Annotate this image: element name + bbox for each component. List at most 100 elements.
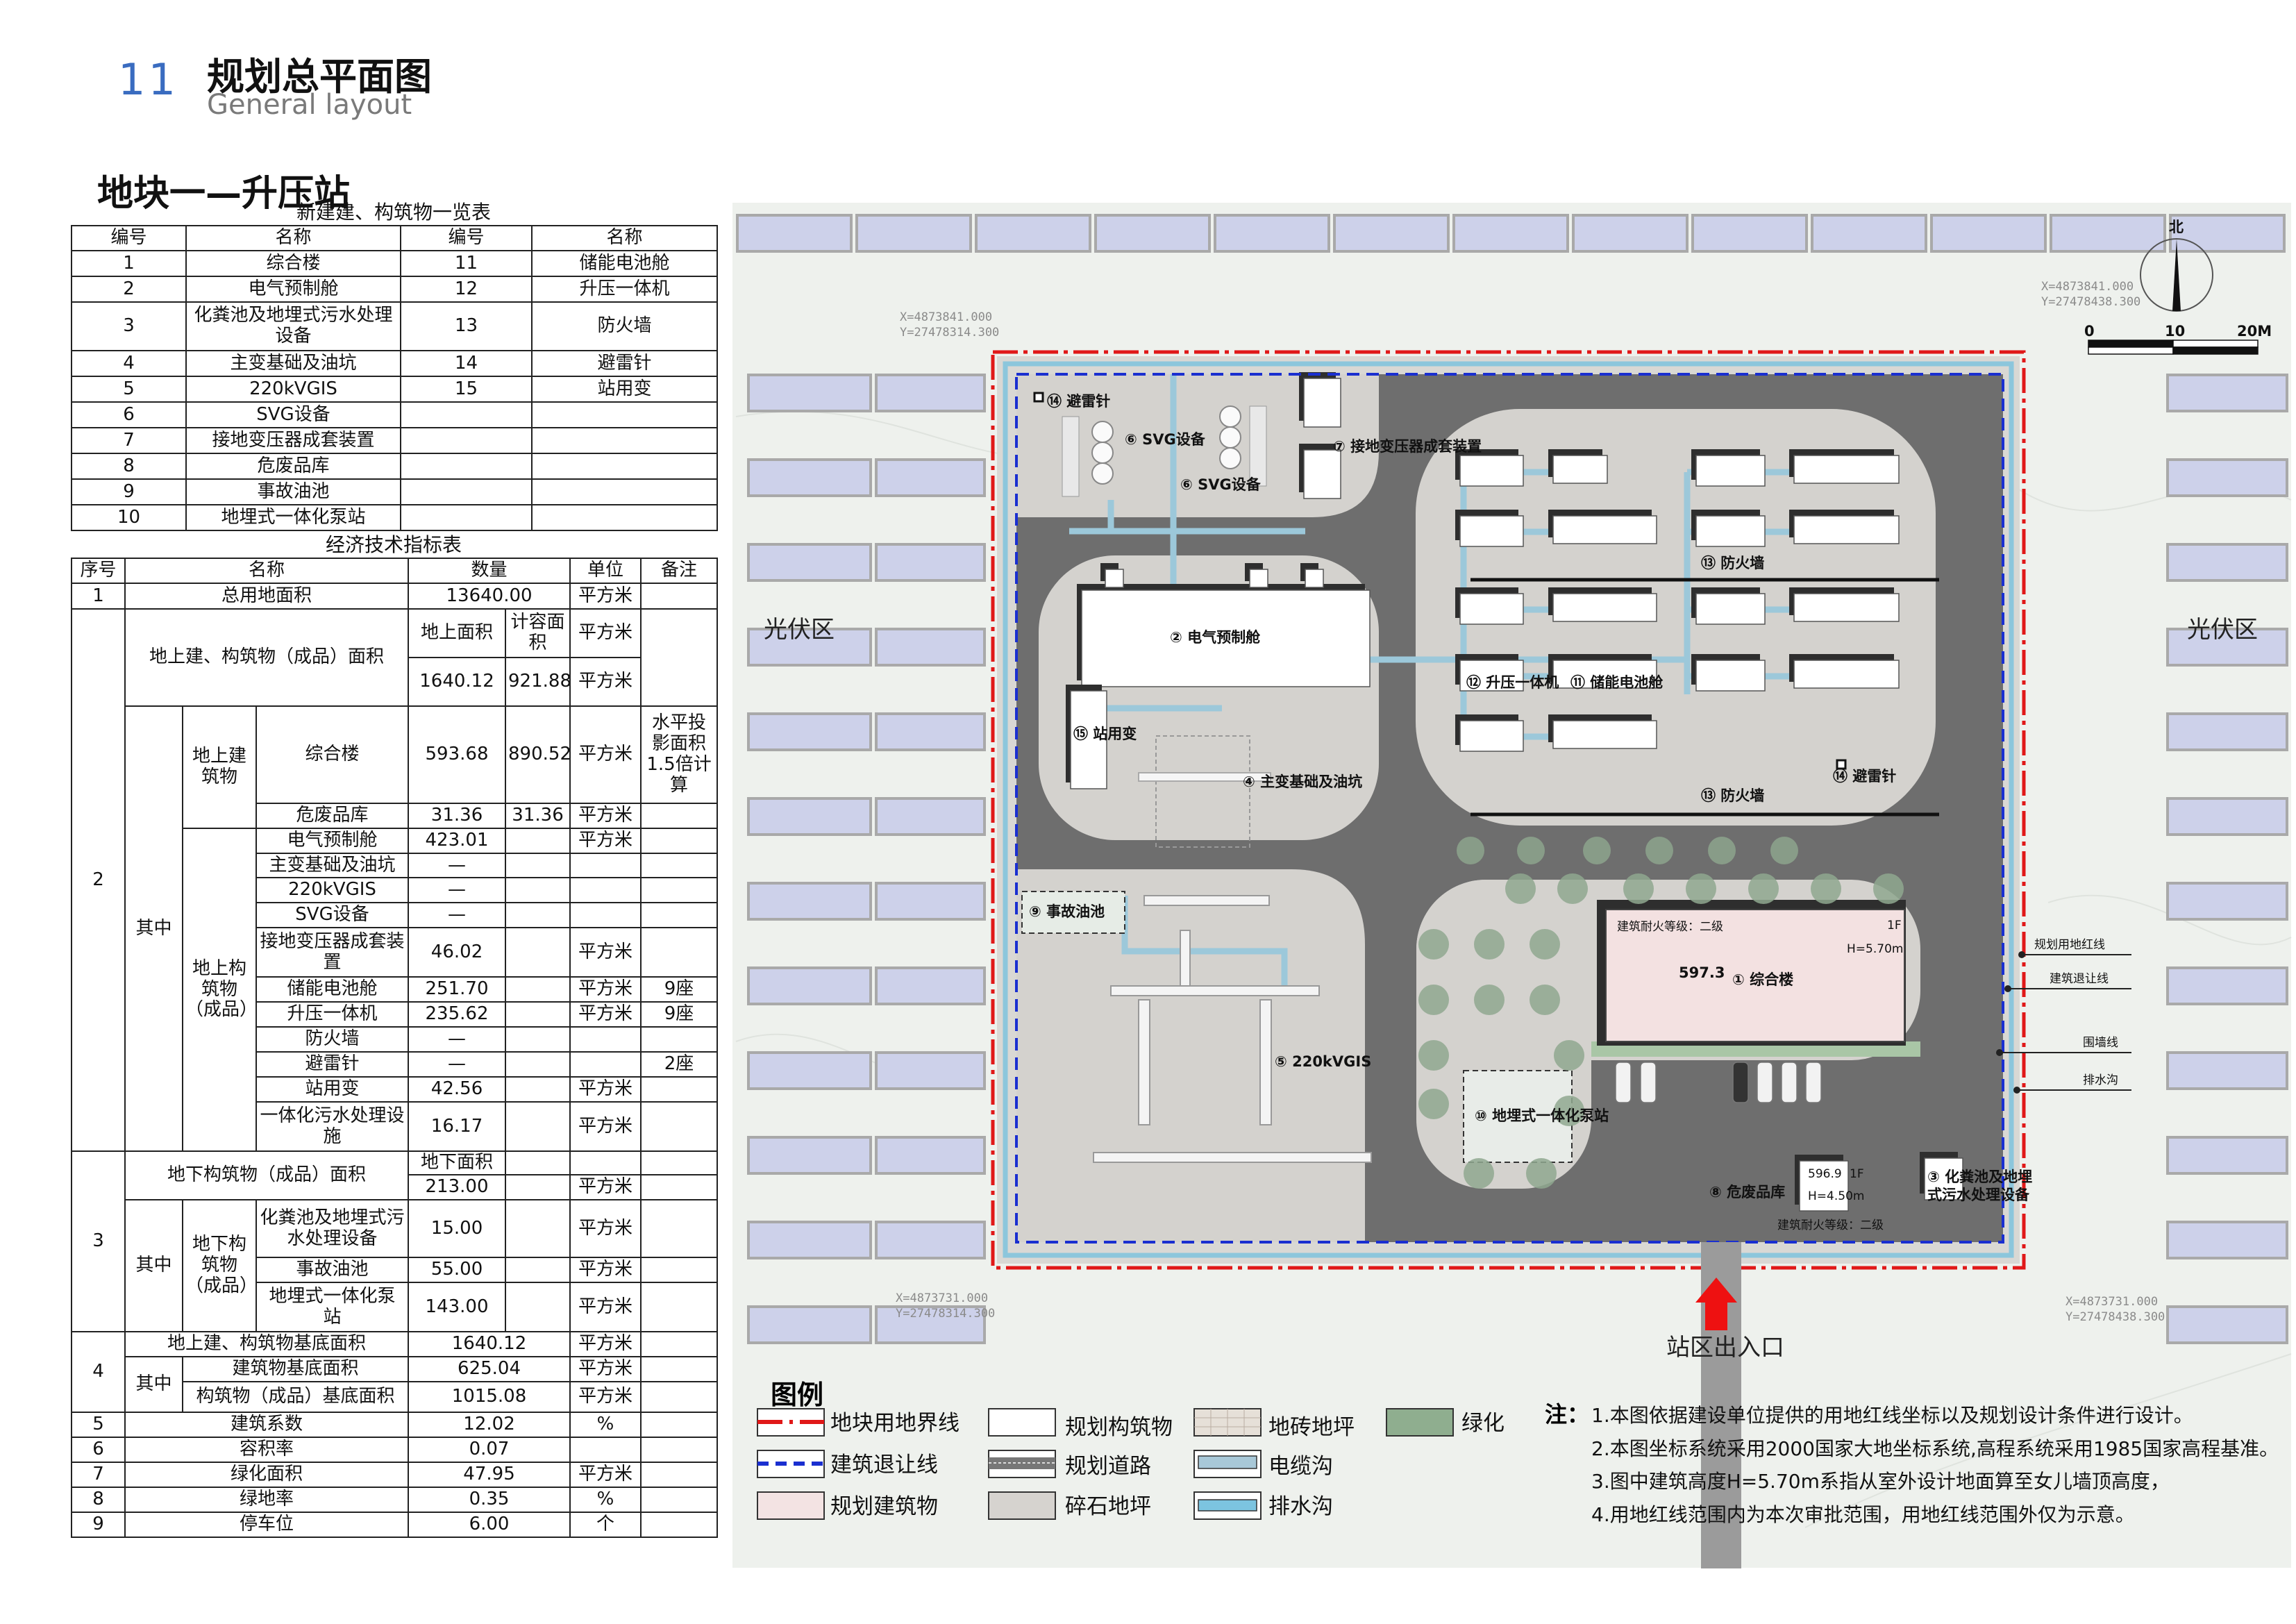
table-cell <box>569 1150 642 1175</box>
planned-structure <box>1459 593 1524 625</box>
table-cell <box>505 1174 571 1200</box>
table-header-row: 序号 名称 数量 单位 备注 <box>71 558 719 584</box>
table-cell: 12 <box>400 276 533 303</box>
legend-swatch-land-boundary <box>757 1408 825 1437</box>
floor-count: 1F <box>1850 1167 1864 1181</box>
label-electrical-cabin: ② 电气预制舱 <box>1170 629 1261 646</box>
pv-panel <box>2166 1136 2288 1175</box>
legend-label: 规划建筑物 <box>830 1494 938 1519</box>
car-icon <box>1732 1062 1749 1103</box>
scale-label: 0 <box>2084 323 2095 340</box>
table-cell: 储能电池舱 <box>255 976 410 1003</box>
tree-icon <box>1418 1040 1449 1071</box>
table-cell <box>505 927 571 978</box>
pv-area-label-left: 光伏区 <box>764 616 835 644</box>
table-cell: 地上建、构筑物基底面积 <box>124 1331 410 1357</box>
table-cell: 其中 <box>124 1356 183 1413</box>
table-cell: 电气预制舱 <box>255 828 410 854</box>
tree-icon <box>1474 929 1505 960</box>
elevation: 596.9 <box>1808 1167 1842 1181</box>
tree-icon <box>1505 873 1536 904</box>
table-cell <box>505 1076 571 1103</box>
callout-wall-line: 围墙线 <box>2083 1036 2118 1050</box>
svg-fan-icon <box>1091 462 1114 485</box>
pv-panel <box>747 374 872 412</box>
svg-fan-icon <box>1219 447 1241 469</box>
label-septic-tank: 式污水处理设备 <box>1927 1187 2030 1203</box>
table-cell: — <box>408 853 507 878</box>
note-line: 1.本图依据建设单位提供的用地红线坐标以及规划设计条件进行设计。 <box>1591 1404 2193 1427</box>
pv-panel <box>2166 966 2288 1005</box>
table-cell: 储能电池舱 <box>531 250 718 277</box>
table-cell: 地上构筑物（成品） <box>182 828 257 1152</box>
table-cell <box>531 401 718 428</box>
note-line: 4.用地红线范围内为本次审批范围，用地红线范围外仅为示意。 <box>1591 1503 2135 1526</box>
table-cell: 2座 <box>640 1051 719 1078</box>
table-cell: 容积率 <box>124 1437 410 1463</box>
tree-icon <box>1530 929 1560 960</box>
table-cell <box>640 1026 719 1053</box>
pv-panel <box>975 214 1091 253</box>
pv-panel <box>747 797 872 836</box>
car-icon <box>1757 1062 1773 1103</box>
planned-structure <box>1793 593 1900 622</box>
table-cell <box>505 1051 571 1078</box>
table-cell: 避雷针 <box>531 350 718 377</box>
table-cell <box>505 902 571 928</box>
label-lightning-rod: ⑭ 避雷针 <box>1833 768 1896 785</box>
table-cell: 593.68 <box>408 705 507 804</box>
table-cell: 251.70 <box>408 976 507 1003</box>
table-cell: 综合楼 <box>255 705 410 804</box>
table-cell: 危废品库 <box>185 453 401 480</box>
table-cell: 地下面积 <box>408 1150 507 1175</box>
table-row: 3 地下构筑物（成品）面积 地下面积 <box>71 1150 719 1332</box>
pv-panel <box>747 458 872 497</box>
table-cell: 890.52 <box>505 705 571 804</box>
parking-spaces <box>1615 1062 1822 1103</box>
pv-panel <box>2166 458 2288 497</box>
table-cell: 220kVGIS <box>255 877 410 903</box>
legend-title: 图例 <box>771 1380 823 1410</box>
pv-panel <box>747 966 872 1005</box>
tree-icon <box>1583 837 1611 864</box>
pv-panel <box>1214 214 1330 253</box>
tree-icon <box>1526 1158 1557 1189</box>
table-cell: 其中 <box>124 1199 183 1332</box>
table-cell <box>505 1199 571 1258</box>
tree-icon <box>1517 837 1545 864</box>
table-cell: 绿地率 <box>124 1487 410 1513</box>
table-cell: — <box>408 902 507 928</box>
entrance-label: 站区出入口 <box>1666 1334 1784 1362</box>
pv-panel <box>1811 214 1927 253</box>
coord-y: Y=27478438.300 <box>2041 295 2140 309</box>
table-cell <box>640 828 719 854</box>
pv-panel <box>2050 214 2166 253</box>
table-cell <box>640 1487 719 1513</box>
firewalls <box>1470 578 1939 817</box>
building-height: H=4.50m <box>1808 1189 1864 1203</box>
planned-structure <box>1924 1157 1963 1200</box>
table-cell <box>505 1026 571 1053</box>
label-firewall: ⑬ 防火墙 <box>1701 787 1764 804</box>
tree-icon <box>1557 873 1588 904</box>
table-cell: 220kVGIS <box>185 376 401 403</box>
table-cell <box>531 453 718 480</box>
svg-radiator <box>1062 416 1080 497</box>
pv-panel <box>747 1136 872 1175</box>
planned-structure <box>1249 569 1268 588</box>
pv-panel <box>875 1051 986 1090</box>
north-arrow-icon <box>2140 238 2213 312</box>
header-cell: 编号 <box>71 225 187 251</box>
table-cell: — <box>408 1051 507 1078</box>
entrance-arrow-icon <box>1695 1278 1737 1330</box>
pv-panel <box>875 1221 986 1259</box>
legend-label: 规划道路 <box>1065 1454 1151 1479</box>
